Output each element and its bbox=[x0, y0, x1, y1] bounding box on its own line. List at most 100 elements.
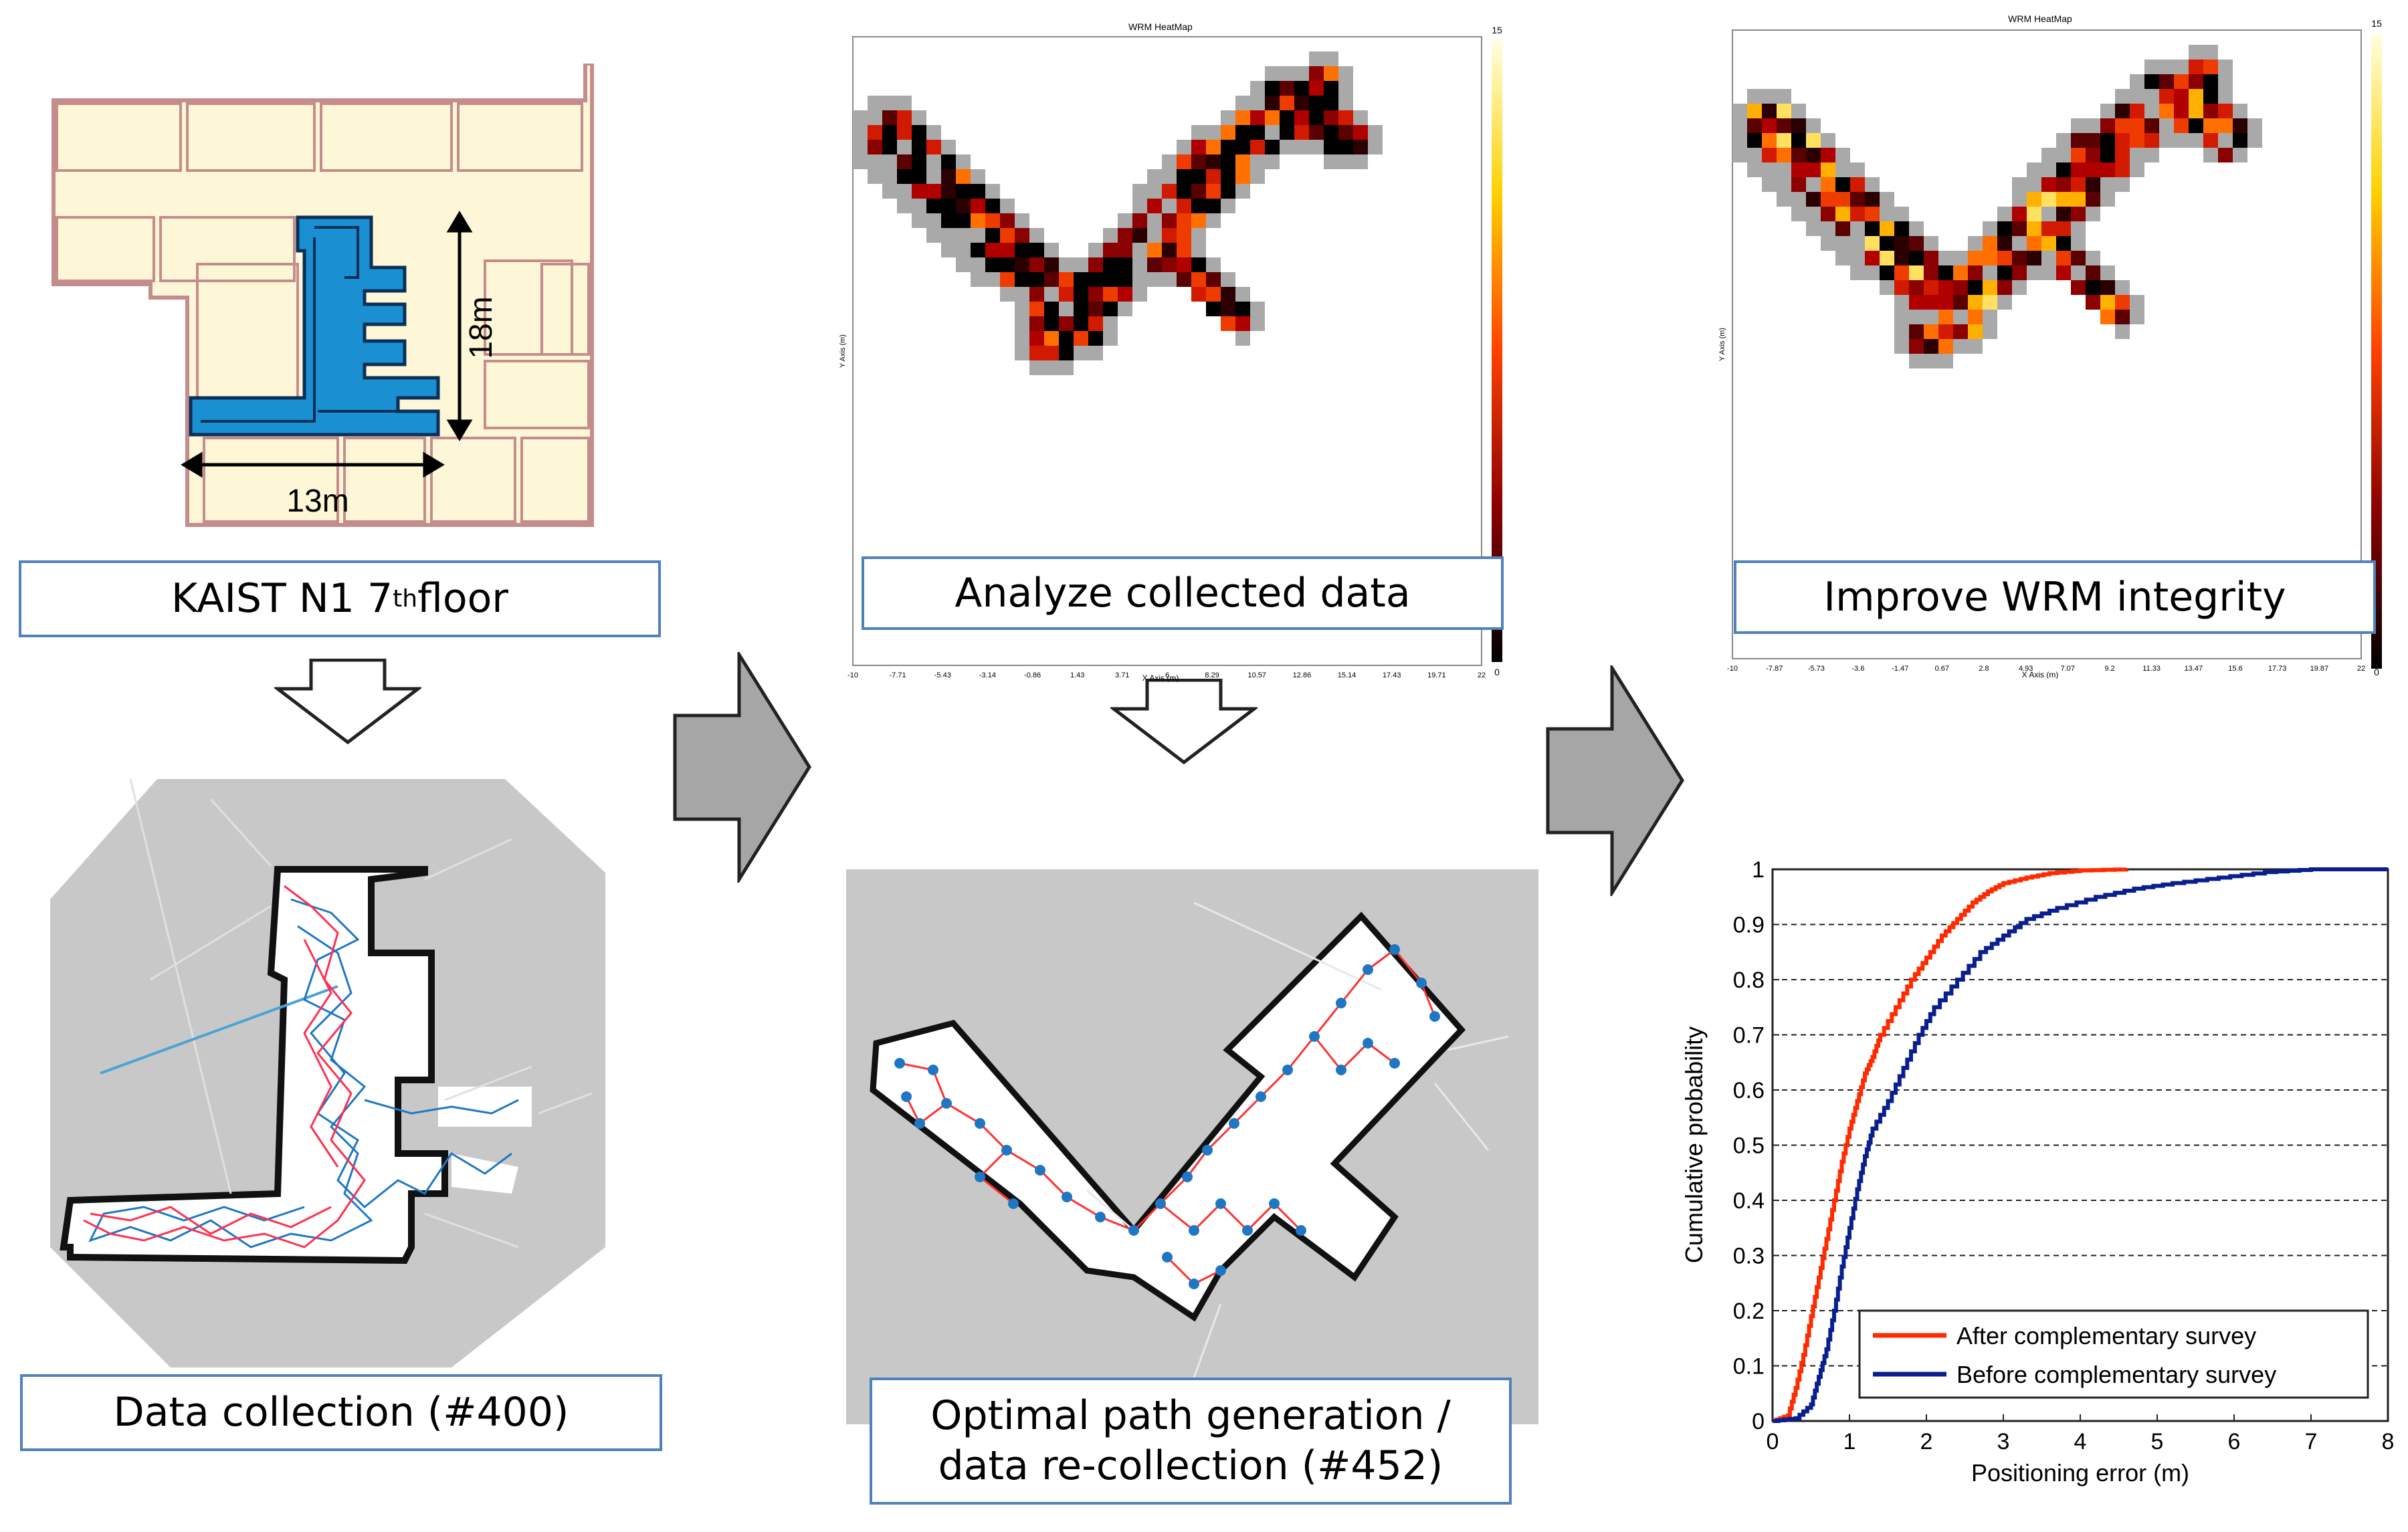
hm1-cell bbox=[1250, 154, 1265, 169]
hm2-cell bbox=[2203, 74, 2218, 89]
hm1-cell bbox=[1103, 302, 1118, 316]
cdf-ytick-label: 0.4 bbox=[1733, 1188, 1765, 1214]
hm2-cell bbox=[2218, 118, 2233, 133]
hm2-xtick-label: 11.33 bbox=[2142, 665, 2161, 673]
hm2-xtick-label: 4.93 bbox=[2019, 665, 2033, 673]
hm1-cell bbox=[1103, 272, 1118, 287]
cdf-xtick-label: 3 bbox=[1997, 1429, 2010, 1454]
hm2-cell bbox=[2041, 251, 2056, 265]
hm2-cell bbox=[2012, 280, 2027, 295]
hm1-cell bbox=[1206, 154, 1221, 169]
optimal-caption: Optimal path generation / data re-collec… bbox=[870, 1378, 1512, 1505]
hm1-cell bbox=[1103, 316, 1118, 331]
cdf-ytick-label: 0.6 bbox=[1733, 1078, 1765, 1103]
hm1-cell bbox=[1015, 316, 1029, 331]
hm2-cell bbox=[1747, 133, 1762, 148]
hm2-cell bbox=[1968, 324, 1983, 339]
hm1-cell bbox=[1206, 199, 1221, 213]
hm2-cell bbox=[2041, 265, 2056, 280]
hm1-cell bbox=[1250, 81, 1265, 96]
hm2-cell bbox=[2071, 118, 2086, 133]
hm2-cell bbox=[2071, 133, 2086, 148]
hm1-cell bbox=[1177, 213, 1191, 228]
hm1-xtick-label: 22 bbox=[1478, 671, 1486, 679]
hm1-cell bbox=[868, 140, 882, 154]
hm2-cell bbox=[2027, 251, 2041, 265]
hm2-cell bbox=[1835, 251, 1850, 265]
hm1-cell bbox=[1191, 272, 1206, 287]
hm2-cell bbox=[1850, 162, 1865, 177]
hm1-cell bbox=[1206, 272, 1221, 287]
hm2-cell bbox=[2086, 265, 2100, 280]
hm1-cell bbox=[1000, 287, 1015, 302]
hm1-cell bbox=[868, 169, 882, 184]
hm2-cell bbox=[1865, 265, 1880, 280]
hm2-cell bbox=[2144, 104, 2159, 118]
hm2-xtick-label: 0.67 bbox=[1935, 665, 1949, 673]
hm1-cell bbox=[956, 184, 971, 199]
hm2-cell bbox=[1835, 236, 1850, 251]
legend-after-label: After complementary survey bbox=[1956, 1322, 2256, 1349]
hm2-cell bbox=[2189, 118, 2203, 133]
hm1-cell bbox=[1235, 302, 1250, 316]
hm1-cell bbox=[1309, 140, 1324, 154]
hm2-xtick-label: 17.73 bbox=[2268, 665, 2287, 673]
hm1-cell bbox=[1309, 96, 1324, 110]
hm2-cell bbox=[1909, 339, 1924, 354]
hm1-cell bbox=[1221, 169, 1235, 184]
hm1-cell bbox=[1250, 110, 1265, 125]
hm2-cell bbox=[2100, 104, 2115, 118]
hm1-cell bbox=[971, 199, 985, 213]
cdf-xtick-label: 1 bbox=[1843, 1429, 1856, 1454]
hm2-cell bbox=[2071, 236, 2086, 251]
hm2-cell bbox=[2159, 133, 2174, 148]
hm1-cell bbox=[1235, 154, 1250, 169]
hm1-cell bbox=[1074, 346, 1088, 360]
hm2-cell bbox=[2012, 192, 2027, 207]
hm1-cell bbox=[971, 243, 985, 257]
hm2-cell bbox=[1938, 354, 1953, 368]
hm2-cell bbox=[1821, 207, 1835, 221]
hm1-cell bbox=[1206, 184, 1221, 199]
floorplan-caption-main: KAIST N1 7 bbox=[171, 575, 393, 622]
hm1-cell bbox=[1044, 360, 1059, 375]
hm2-cell bbox=[1850, 265, 1865, 280]
hm1-cell bbox=[1191, 125, 1206, 140]
hm2-cell bbox=[1953, 310, 1968, 324]
hm1-cell bbox=[1191, 184, 1206, 199]
hm2-cell bbox=[2159, 74, 2174, 89]
down-arrow-1 bbox=[274, 659, 421, 745]
hm2-cell bbox=[2115, 118, 2130, 133]
hm2-cell bbox=[2071, 221, 2086, 236]
hm2-cell bbox=[2174, 89, 2189, 104]
down-arrow-2 bbox=[1110, 679, 1258, 765]
hm2-cell bbox=[2041, 192, 2056, 207]
hm2-cell bbox=[2203, 89, 2218, 104]
cdf-xtick-label: 2 bbox=[1920, 1429, 1933, 1454]
hm2-cell bbox=[1894, 310, 1909, 324]
hm1-cell bbox=[897, 199, 912, 213]
hm1-cell bbox=[1118, 243, 1132, 257]
hm2-cell bbox=[2071, 162, 2086, 177]
hm1-cell bbox=[1059, 360, 1074, 375]
hm1-cell bbox=[1191, 154, 1206, 169]
optimal-path-map bbox=[846, 869, 1538, 1424]
hm1-cell bbox=[1044, 302, 1059, 316]
hm1-cell bbox=[1324, 154, 1338, 169]
cdf-xtick-label: 8 bbox=[2382, 1429, 2395, 1454]
hm2-xtick-label: -5.73 bbox=[1808, 665, 1825, 673]
hm2-cell bbox=[1791, 177, 1806, 192]
hm2-cell bbox=[1983, 221, 1997, 236]
hm2-cell bbox=[1747, 118, 1762, 133]
cdf-xtick-label: 6 bbox=[2228, 1429, 2241, 1454]
hm2-cell bbox=[2071, 280, 2086, 295]
hm1-cell bbox=[1221, 184, 1235, 199]
hm1-cell bbox=[1103, 228, 1118, 243]
hm2-cell bbox=[2115, 104, 2130, 118]
hm2-cell bbox=[1791, 104, 1806, 118]
hm1-cell bbox=[882, 140, 897, 154]
hm1-cell bbox=[956, 154, 971, 169]
hm2-cell bbox=[1880, 192, 1894, 207]
hm2-cell bbox=[2041, 148, 2056, 162]
hm1-cell bbox=[1177, 184, 1191, 199]
